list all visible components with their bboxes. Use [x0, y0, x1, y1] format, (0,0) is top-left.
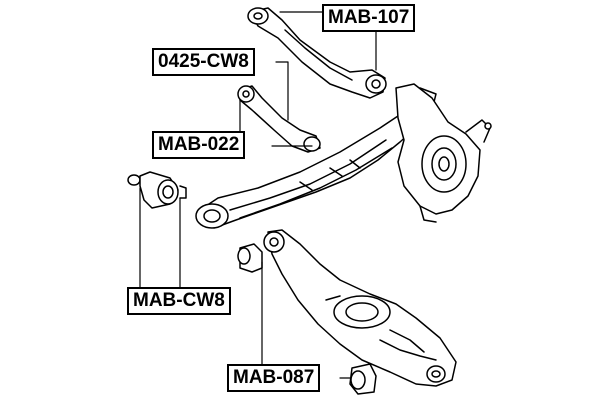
knuckle	[395, 83, 492, 223]
leader-lines	[139, 11, 377, 379]
part-label-mab-cw8: MAB-CW8	[127, 287, 231, 315]
part-label-0425-cw8: 0425-CW8	[152, 48, 255, 76]
part-label-mab-087: MAB-087	[227, 364, 321, 392]
upper-control-arm	[247, 7, 387, 99]
part-label-mab-022: MAB-022	[152, 131, 246, 159]
bushing-mab-cw8	[127, 171, 187, 209]
part-label-mab-107: MAB-107	[322, 4, 416, 32]
bushing-small-upper	[237, 243, 263, 273]
trailing-link-arm	[237, 85, 321, 153]
leader-0425-cw8	[275, 61, 289, 121]
lower-control-arm	[263, 229, 457, 387]
bushing-small-lower	[349, 363, 377, 395]
